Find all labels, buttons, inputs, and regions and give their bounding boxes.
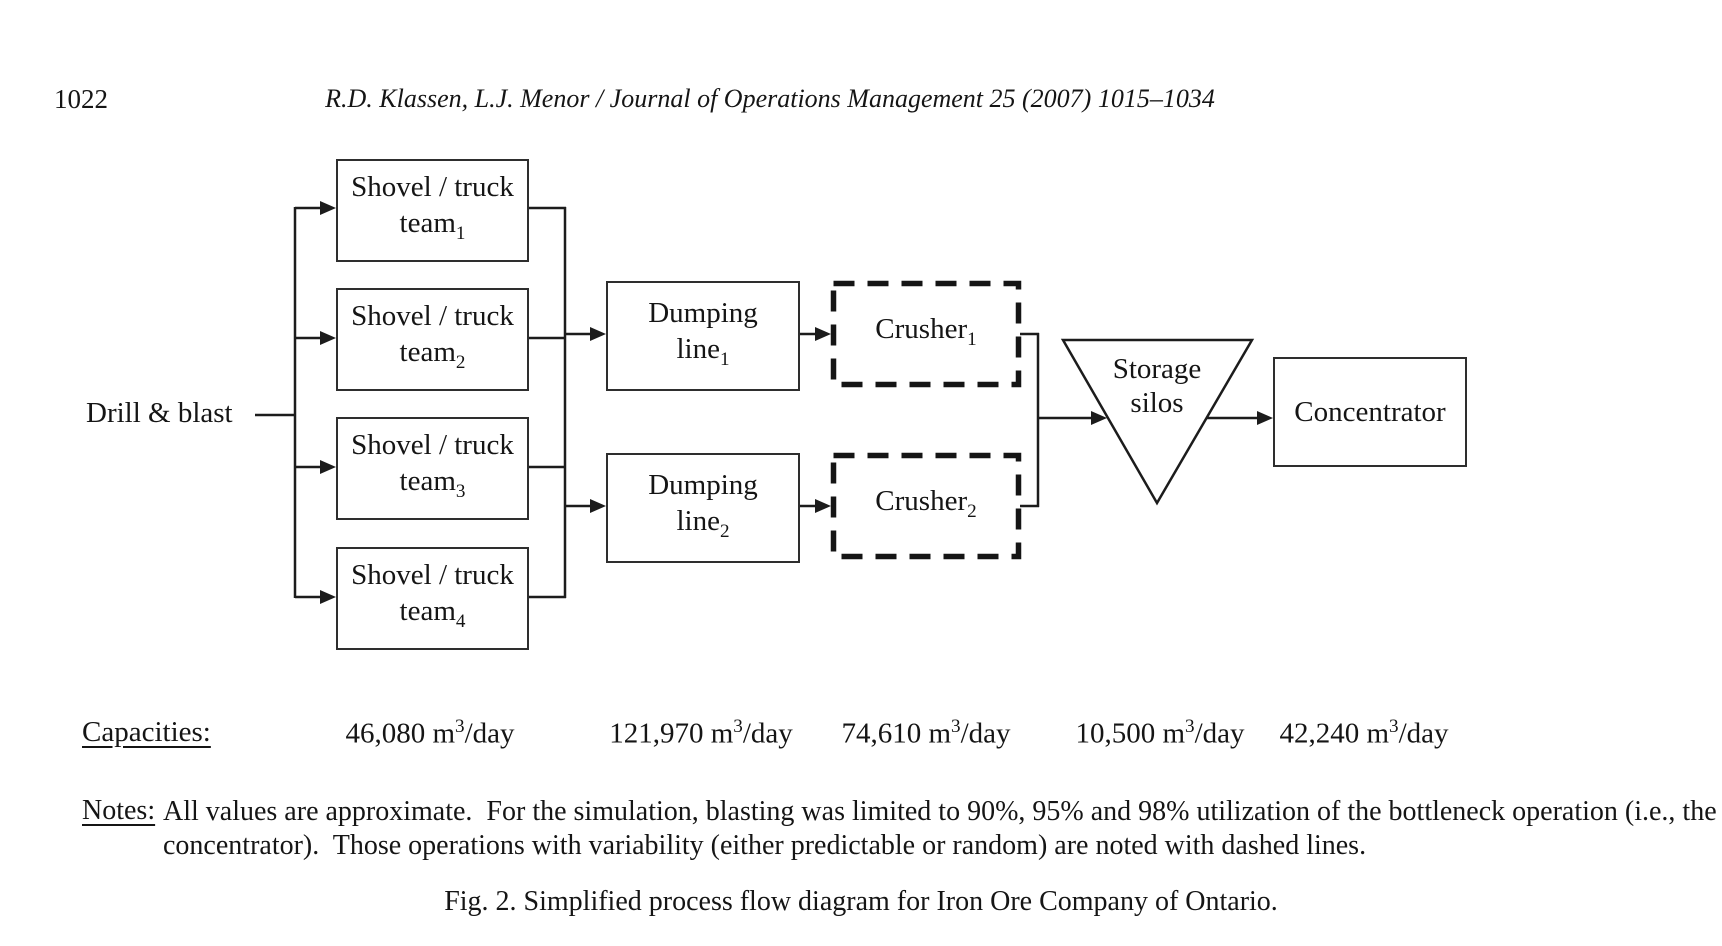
figure-caption: Fig. 2. Simplified process flow diagram … xyxy=(444,886,1278,917)
crusher-1-box: Crusher1 xyxy=(831,281,1021,387)
concentrator-label: Concentrator xyxy=(1294,396,1446,428)
capacity-shovel-teams: 46,080 m3/day xyxy=(345,716,515,750)
capacity-storage-silos: 10,500 m3/day xyxy=(1075,716,1245,750)
capacity-concentrator: 42,240 m3/day xyxy=(1279,716,1449,750)
journal-header: R.D. Klassen, L.J. Menor / Journal of Op… xyxy=(325,84,1215,113)
notes-label: Notes: xyxy=(82,795,156,826)
capacity-crushers: 74,610 m3/day xyxy=(841,716,1011,750)
notes-line-1: All values are approximate. For the simu… xyxy=(163,796,1717,827)
concentrator-box: Concentrator xyxy=(1273,357,1467,467)
notes-line-2: concentrator). Those operations with var… xyxy=(163,830,1367,861)
crusher-2-box: Crusher2 xyxy=(831,453,1021,559)
notes-text: All values are approximate. For the simu… xyxy=(163,795,1717,863)
capacities-label: Capacities: xyxy=(82,716,211,748)
crusher-1-label: Crusher1 xyxy=(875,312,977,350)
drill-blast-label: Drill & blast xyxy=(86,397,233,429)
capacity-dumping-lines: 121,970 m3/day xyxy=(609,716,793,750)
page-number: 1022 xyxy=(54,84,108,114)
crusher-2-label: Crusher2 xyxy=(875,484,977,522)
